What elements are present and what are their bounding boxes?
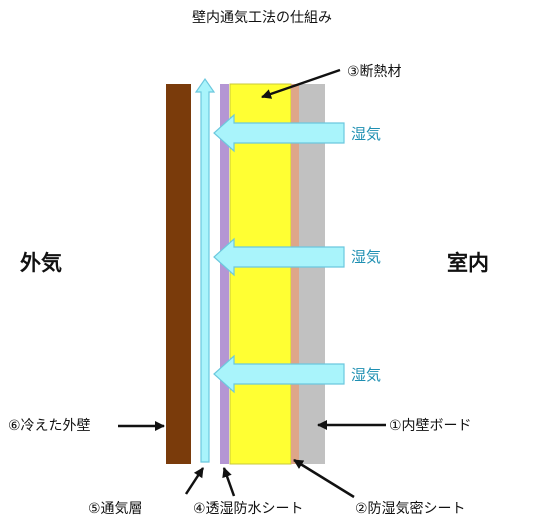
moisture-label: 湿気 <box>351 125 381 143</box>
exterior-wall-layer <box>166 84 191 464</box>
moisture-label: 湿気 <box>351 366 381 384</box>
interior-board-layer <box>299 84 325 464</box>
membrane-label: ④透湿防水シート <box>193 501 304 517</box>
air-layer-pointer <box>184 467 205 495</box>
interior-board-label: ①内壁ボード <box>389 418 472 434</box>
moisture-arrow <box>213 237 345 277</box>
indoor-label: 室内 <box>447 251 489 275</box>
membrane-pointer <box>222 467 236 497</box>
moisture-arrow <box>213 113 345 153</box>
moisture-arrow <box>213 354 345 394</box>
moisture-label: 湿気 <box>351 248 381 266</box>
insulation-label: ③断熱材 <box>347 64 402 80</box>
air-layer-label: ⑤通気層 <box>88 501 143 517</box>
vapor-barrier-pointer <box>293 458 355 499</box>
diagram-title: 壁内通気工法の仕組み <box>192 10 332 26</box>
exterior-wall-label: ⑥冷えた外壁 <box>8 418 91 434</box>
insulation-layer <box>229 83 292 465</box>
breathable-membrane-layer <box>220 84 229 464</box>
vapor-barrier-label: ②防湿気密シート <box>355 500 466 517</box>
vapor-barrier-layer <box>291 84 299 464</box>
insulation-pointer <box>261 68 341 99</box>
air-flow-arrow <box>194 77 216 463</box>
outside-air-label: 外気 <box>20 251 62 275</box>
